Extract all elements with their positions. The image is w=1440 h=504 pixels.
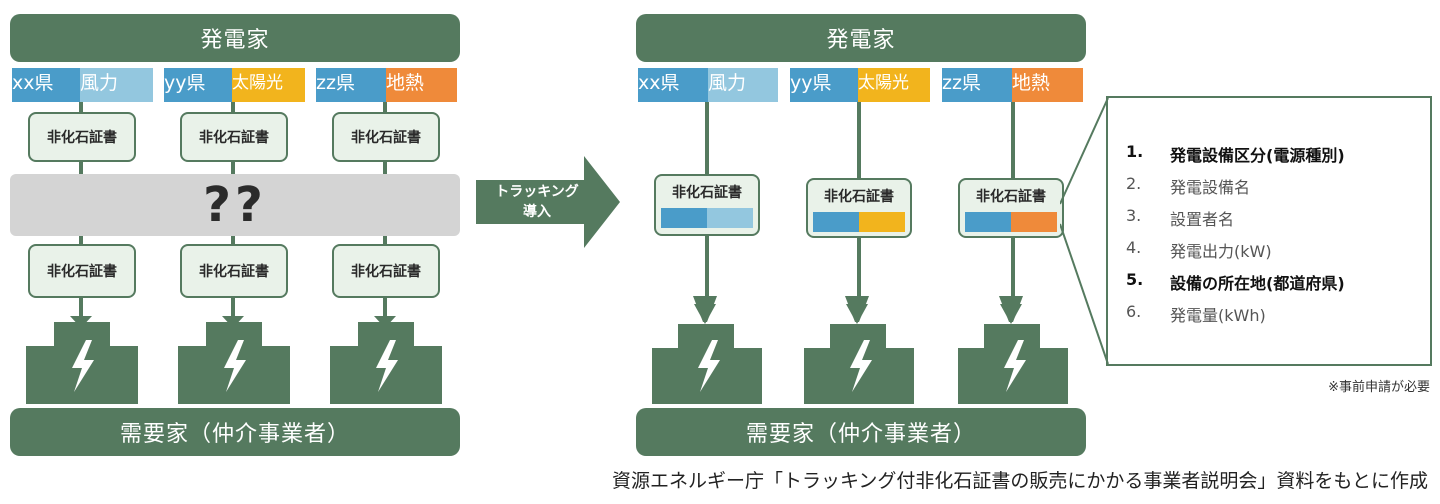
right-cert-1: 非化石証書: [654, 174, 760, 236]
right-arrow-2-head: [846, 304, 868, 324]
right-arrow-3-head: [1000, 304, 1022, 324]
info-item-5: 5.設備の所在地(都道府県): [1126, 270, 1345, 293]
right-generator-banner: 発電家: [636, 14, 1086, 62]
right-pref-xx: xx県 風力: [638, 68, 778, 102]
info-item-1: 1.発電設備区分(電源種別): [1126, 142, 1345, 165]
left-cert-bottom-1: 非化石証書: [28, 244, 136, 298]
tracking-arrow-label-line1: トラッキング: [495, 184, 579, 200]
left-pref-xx: xx県 風力: [12, 68, 153, 102]
right-cert-3: 非化石証書: [958, 178, 1064, 238]
left-pref-yy: yy県 太陽光: [164, 68, 305, 102]
left-cert-bottom-3: 非化石証書: [332, 244, 440, 298]
left-pref-zz: zz県 地熱: [316, 68, 457, 102]
lightning-icon: [376, 340, 398, 392]
lightning-icon: [698, 340, 720, 392]
left-cert-bottom-2: 非化石証書: [180, 244, 288, 298]
pre-application-note: ※事前申請が必要: [1328, 380, 1430, 395]
callout-lines: [1060, 97, 1109, 365]
tracking-introduction-arrow: [476, 156, 620, 248]
right-arrow-2: [845, 296, 869, 322]
tracking-arrow-label: トラッキング 導入: [478, 182, 596, 222]
lightning-icon: [1004, 340, 1026, 392]
right-cert-1-label: 非化石証書: [672, 185, 742, 201]
lightning-icon: [224, 340, 246, 392]
right-consumer-banner: 需要家（仲介事業者）: [636, 408, 1086, 456]
tracking-arrow-label-line2: 導入: [523, 204, 551, 220]
right-cert-2: 非化石証書: [806, 178, 912, 238]
left-cert-top-2: 非化石証書: [180, 112, 288, 162]
right-cert-2-tag: [813, 212, 905, 232]
unknown-tracking-bar: ??: [10, 174, 460, 236]
right-pref-zz: zz県 地熱: [942, 68, 1083, 102]
certificate-info-box: 1.発電設備区分(電源種別) 2.発電設備名 3.設置者名 4.発電出力(kW)…: [1106, 96, 1432, 366]
right-arrow-3: [999, 296, 1023, 322]
info-item-6: 6.発電量(kWh): [1126, 302, 1266, 325]
right-arrow-1-head: [694, 304, 716, 324]
right-pref-yy: yy県 太陽光: [790, 68, 930, 102]
info-item-2: 2.発電設備名: [1126, 174, 1251, 197]
right-cert-1-tag: [661, 208, 753, 228]
left-plants: [26, 296, 442, 404]
right-plants: [652, 296, 1068, 404]
left-consumer-banner: 需要家（仲介事業者）: [10, 408, 460, 456]
lightning-icon: [72, 340, 94, 392]
right-cert-3-label: 非化石証書: [976, 189, 1046, 205]
source-caption: 資源エネルギー庁「トラッキング付非化石証書の販売にかかる事業者説明会」資料をもと…: [611, 470, 1428, 492]
right-cert-3-tag: [965, 212, 1057, 232]
right-arrow-1: [693, 296, 717, 322]
info-item-3: 3.設置者名: [1126, 206, 1235, 229]
left-generator-banner: 発電家: [10, 14, 460, 62]
right-cert-2-label: 非化石証書: [824, 189, 894, 205]
lightning-icon: [850, 340, 872, 392]
info-item-4: 4.発電出力(kW): [1126, 238, 1272, 261]
left-cert-top-3: 非化石証書: [332, 112, 440, 162]
left-cert-top-1: 非化石証書: [28, 112, 136, 162]
